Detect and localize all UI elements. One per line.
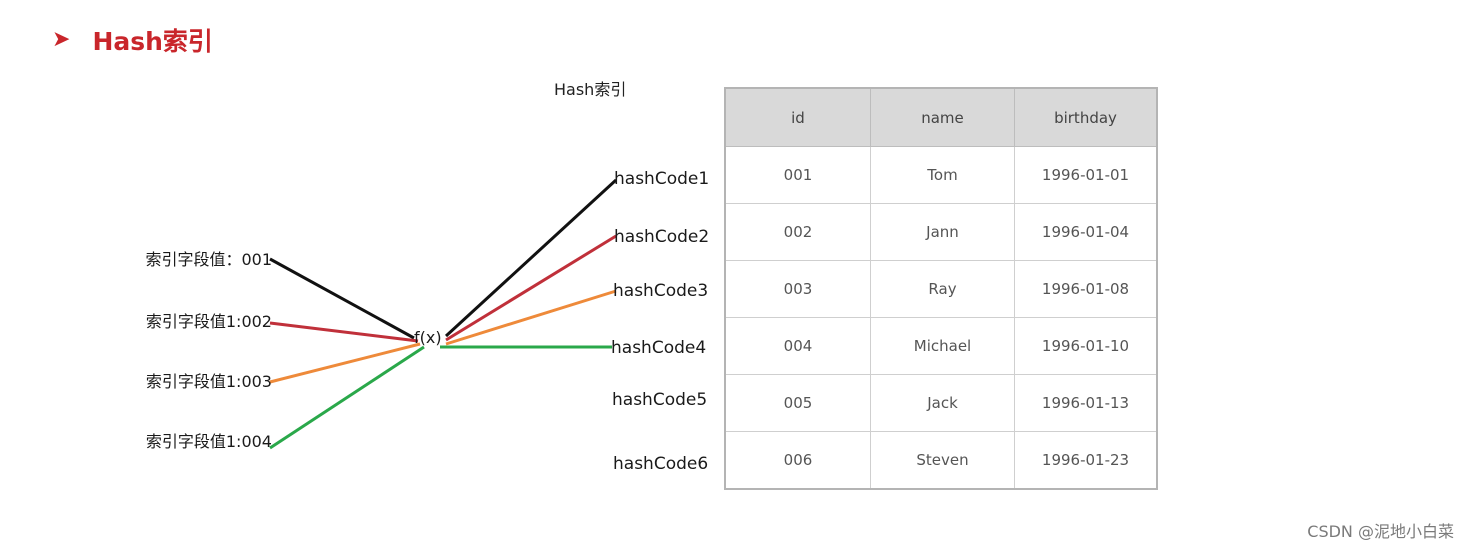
link-fx-to-hashcode2	[445, 234, 617, 342]
link-source-1-to-fx	[269, 257, 415, 340]
table-row: 005 Jack 1996-01-13	[724, 374, 1158, 432]
cell-id: 005	[724, 374, 871, 432]
table-row: 002 Jann 1996-01-04	[724, 203, 1158, 261]
hashcode-4-label: hashCode4	[611, 338, 707, 358]
cell-id: 001	[724, 146, 871, 204]
column-header-birthday: birthday	[1014, 87, 1158, 147]
cell-birthday: 1996-01-04	[1014, 203, 1158, 261]
link-source-2-to-fx	[269, 321, 419, 343]
cell-birthday: 1996-01-01	[1014, 146, 1158, 204]
cell-id: 003	[724, 260, 871, 318]
column-header-name: name	[870, 87, 1015, 147]
records-table: id name birthday 001 Tom 1996-01-01 002 …	[724, 87, 1158, 490]
cell-name: Steven	[870, 431, 1015, 490]
source-field-value-3: 索引字段值1:003	[145, 372, 272, 391]
csdn-watermark: CSDN @泥地小白菜	[1307, 522, 1454, 541]
table-row: 004 Michael 1996-01-10	[724, 317, 1158, 375]
link-fx-to-hashcode1	[444, 178, 618, 338]
cell-birthday: 1996-01-08	[1014, 260, 1158, 318]
slide-heading: ➤ Hash索引	[52, 22, 213, 58]
hashcode-3-label: hashCode3	[613, 281, 709, 301]
table-row: 001 Tom 1996-01-01	[724, 146, 1158, 204]
slide-title: Hash索引	[92, 27, 213, 56]
table-row: 003 Ray 1996-01-08	[724, 260, 1158, 318]
source-field-value-4: 索引字段值1:004	[145, 432, 272, 451]
hashcode-2-label: hashCode2	[614, 227, 710, 247]
hash-function-label: f(x)	[414, 328, 442, 347]
cell-name: Tom	[870, 146, 1015, 204]
source-field-value-1: 索引字段值：001	[145, 250, 272, 269]
arrow-bullet-icon: ➤	[52, 27, 71, 52]
cell-birthday: 1996-01-10	[1014, 317, 1158, 375]
hashcode-6-label: hashCode6	[613, 454, 709, 474]
cell-name: Ray	[870, 260, 1015, 318]
cell-birthday: 1996-01-13	[1014, 374, 1158, 432]
link-source-3-to-fx	[269, 342, 421, 384]
column-header-id: id	[724, 87, 871, 147]
diagram-caption: Hash索引	[554, 80, 627, 99]
link-source-4-to-fx	[269, 345, 425, 450]
cell-name: Jack	[870, 374, 1015, 432]
source-field-value-2: 索引字段值1:002	[145, 312, 272, 331]
hashcode-1-label: hashCode1	[614, 169, 710, 189]
cell-birthday: 1996-01-23	[1014, 431, 1158, 490]
cell-id: 006	[724, 431, 871, 490]
cell-id: 002	[724, 203, 871, 261]
cell-name: Jann	[870, 203, 1015, 261]
hashcode-5-label: hashCode5	[612, 390, 708, 410]
link-fx-to-hashcode3	[445, 289, 617, 346]
cell-id: 004	[724, 317, 871, 375]
table-row: 006 Steven 1996-01-23	[724, 431, 1158, 490]
table-header-row: id name birthday	[724, 87, 1158, 147]
cell-name: Michael	[870, 317, 1015, 375]
